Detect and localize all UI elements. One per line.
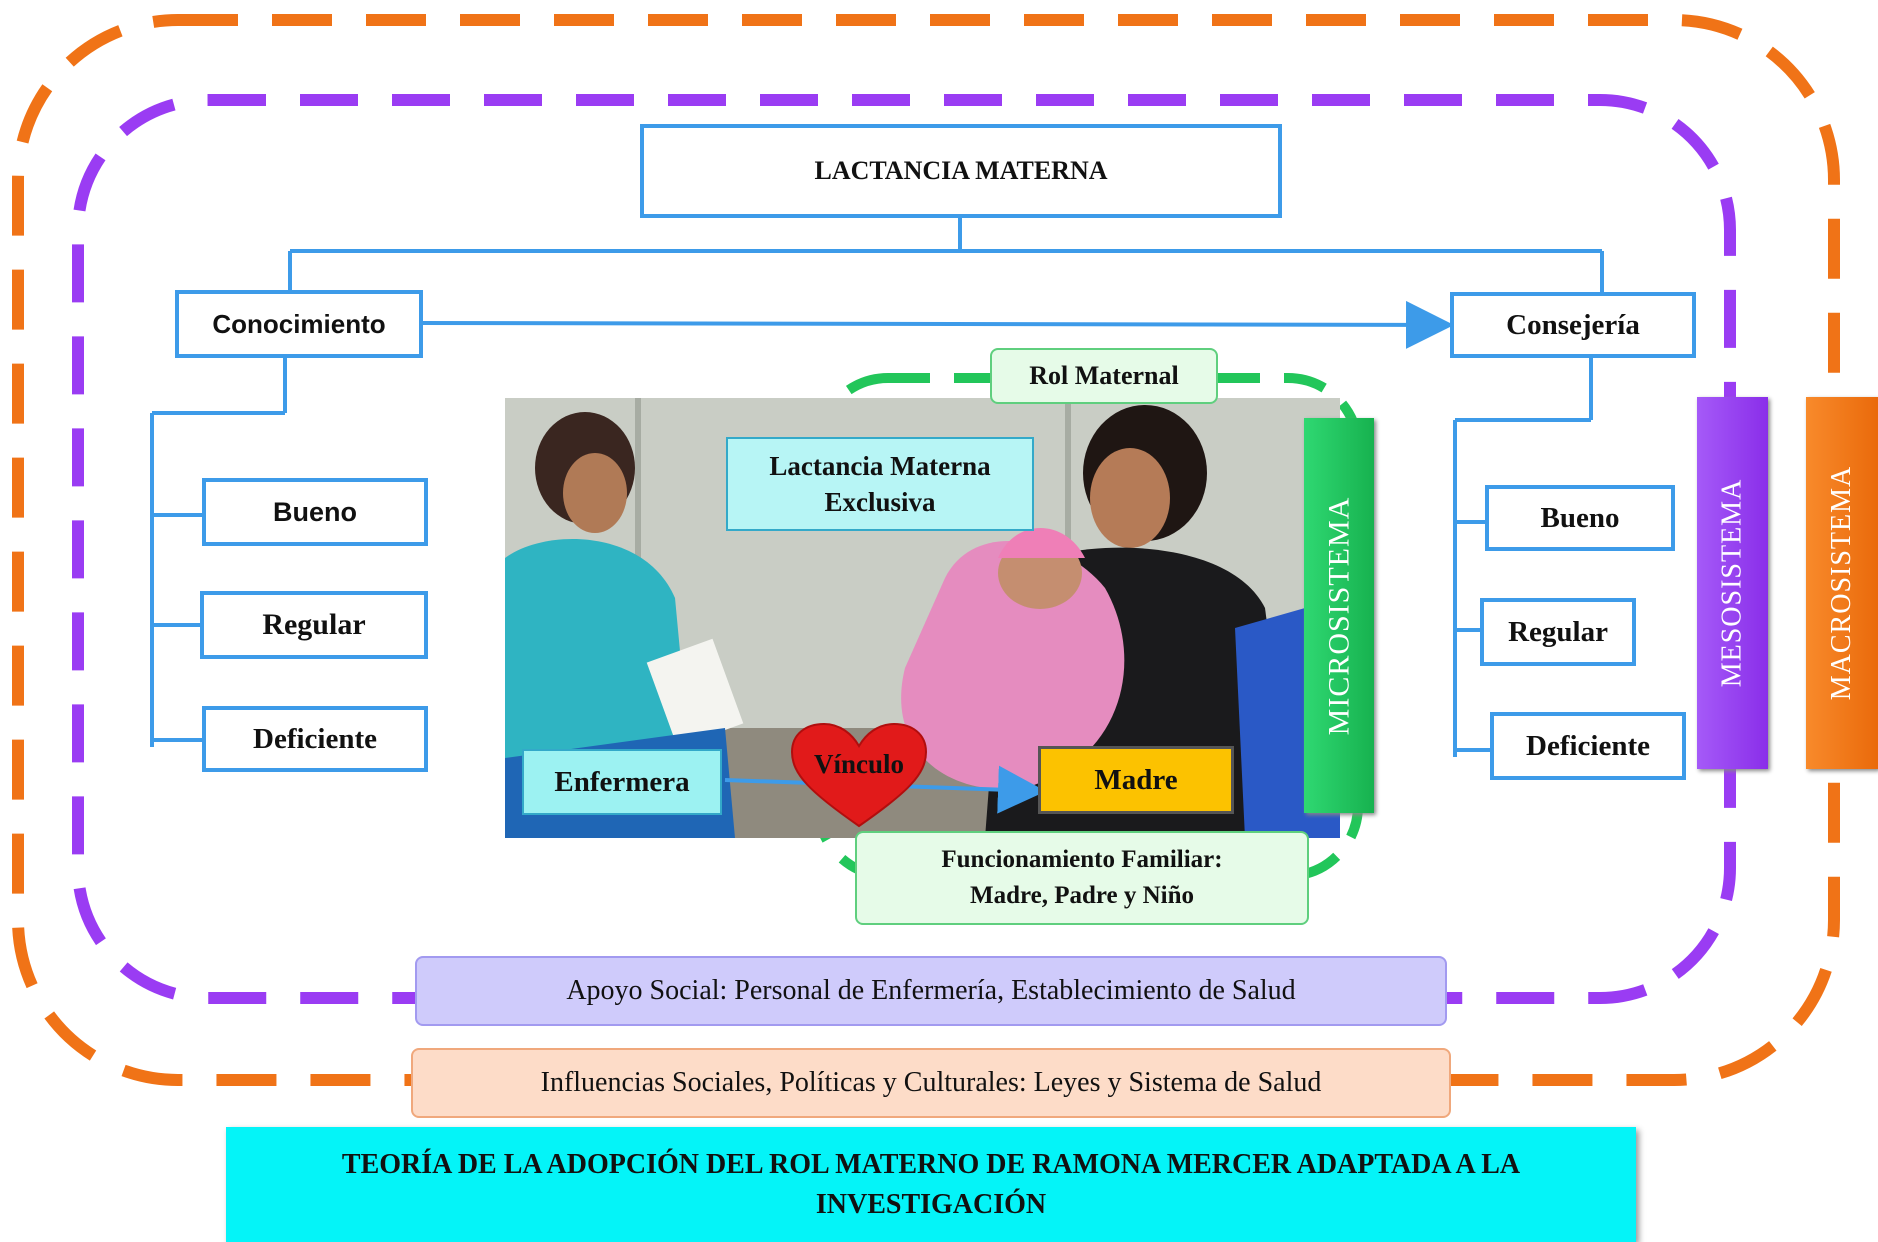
consejeria-regular-node: Regular: [1480, 598, 1636, 666]
mesosistema-bar: MESOSISTEMA: [1697, 397, 1768, 769]
rol-maternal-label: Rol Maternal: [990, 348, 1218, 404]
conocimiento-deficiente-label: Deficiente: [253, 722, 377, 755]
conocimiento-bueno-node: Bueno: [202, 478, 428, 546]
conocimiento-regular-label: Regular: [262, 608, 366, 641]
vinculo-label: Vínculo: [790, 744, 928, 784]
figure-title: TEORÍA DE LA ADOPCIÓN DEL ROL MATERNO DE…: [226, 1127, 1636, 1242]
conocimiento-node: Conocimiento: [175, 290, 423, 358]
microsistema-bar: MICROSISTEMA: [1304, 418, 1374, 813]
figure-title-text: TEORÍA DE LA ADOPCIÓN DEL ROL MATERNO DE…: [341, 1148, 1521, 1220]
conocimiento-deficiente-node: Deficiente: [202, 706, 428, 772]
madre-label: Madre: [1038, 746, 1234, 814]
influencias-band: Influencias Sociales, Políticas y Cultur…: [411, 1048, 1451, 1118]
vinculo-text: Vínculo: [813, 748, 905, 779]
consejeria-regular-label: Regular: [1508, 615, 1608, 648]
rol-maternal-text: Rol Maternal: [1029, 361, 1179, 390]
influencias-text: Influencias Sociales, Políticas y Cultur…: [540, 1067, 1322, 1098]
conocimiento-bueno-label: Bueno: [273, 496, 357, 527]
consejeria-bueno-node: Bueno: [1485, 485, 1675, 551]
enfermera-text: Enfermera: [554, 765, 690, 798]
root-node: LACTANCIA MATERNA: [640, 124, 1282, 218]
conocimiento-label: Conocimiento: [212, 308, 386, 339]
mesosistema-text: MESOSISTEMA: [1716, 478, 1748, 688]
enfermera-label: Enfermera: [522, 749, 722, 815]
root-label: LACTANCIA MATERNA: [814, 156, 1108, 185]
consejeria-bueno-label: Bueno: [1540, 501, 1620, 534]
funcionamiento-familiar-label: Funcionamiento Familiar: Madre, Padre y …: [855, 831, 1309, 925]
consejeria-deficiente-label: Deficiente: [1526, 729, 1650, 762]
lactancia-exclusiva-text: Lactancia Materna Exclusiva: [769, 451, 991, 517]
macrosistema-bar: MACROSISTEMA: [1806, 397, 1878, 769]
funcionamiento-line1: Funcionamiento Familiar:: [941, 846, 1223, 873]
macrosistema-text: MACROSISTEMA: [1826, 465, 1858, 701]
microsistema-text: MICROSISTEMA: [1322, 496, 1356, 735]
funcionamiento-line2: Madre, Padre y Niño: [969, 882, 1195, 909]
consejeria-deficiente-node: Deficiente: [1490, 712, 1686, 780]
consejeria-node: Consejería: [1450, 292, 1696, 358]
lactancia-exclusiva-label: Lactancia Materna Exclusiva: [726, 437, 1034, 531]
vinculo-heart-icon: [790, 722, 928, 830]
apoyo-social-text: Apoyo Social: Personal de Enfermería, Es…: [566, 975, 1296, 1006]
conocimiento-regular-node: Regular: [200, 591, 428, 659]
apoyo-social-band: Apoyo Social: Personal de Enfermería, Es…: [415, 956, 1447, 1026]
consejeria-label: Consejería: [1506, 308, 1640, 341]
madre-text: Madre: [1094, 763, 1178, 796]
